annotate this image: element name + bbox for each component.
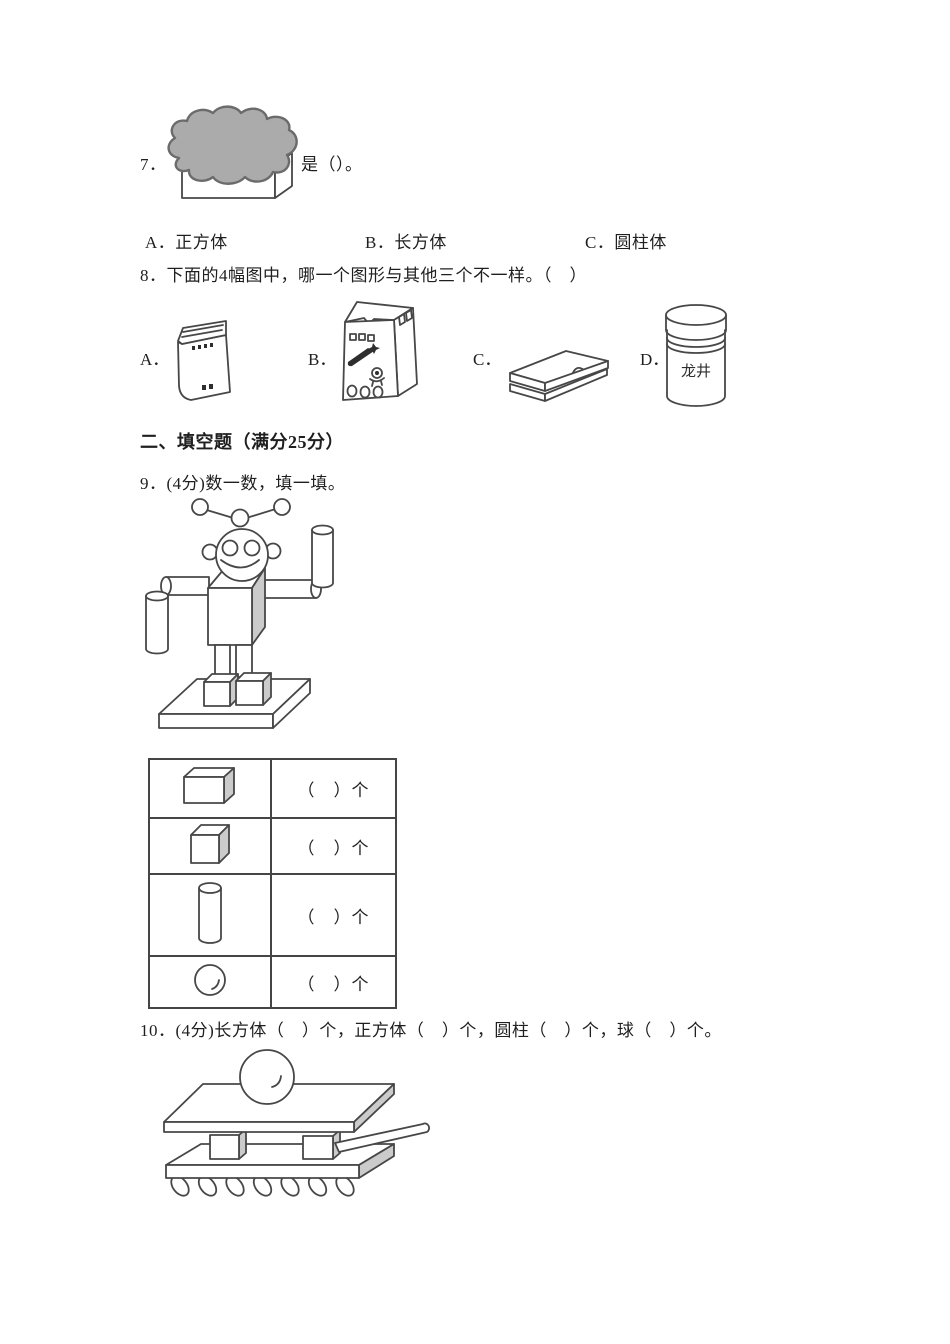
q8-label-d: D． [640,350,670,369]
table-row: （ ）个 [148,817,397,875]
middle-cube-left [209,1128,247,1160]
robot-figure [145,498,334,729]
section-2-title: 二、填空题（满分25分） [140,432,344,452]
arm-left [145,576,210,655]
q7-stem-text: 是（）。 [301,155,363,174]
turret-sphere [239,1049,295,1105]
smile [220,559,260,569]
cuboid-icon [183,767,235,804]
antenna-ball-middle [230,508,250,528]
jar-label: 龙井 [681,363,711,380]
head-sphere [215,528,269,582]
q7-option-b: B．长方体 [365,233,447,252]
foot-cube-right [235,672,272,706]
cylinder-icon [198,881,222,944]
flat-box-figure [509,350,609,402]
tank-figure [163,1049,430,1197]
cloud-blob [167,105,298,185]
q7-number: 7． [140,155,167,174]
tea-jar-figure: 龙井 [665,304,727,407]
shape-cell [148,817,272,875]
eye-right [243,539,261,557]
antenna-ball-right [273,498,291,516]
table-row: （ ）个 [148,758,397,819]
count-table: （ ）个 （ ）个 （ ）个 [148,758,397,1009]
barrel-cylinder [334,1122,430,1153]
cube-icon [190,823,230,864]
q8-label-c: C． [473,350,502,369]
q7-option-c: C．圆柱体 [585,233,667,252]
upper-plate-cuboid [163,1083,395,1133]
decorated-box-figure [342,301,418,401]
table-row: （ ）个 [148,873,397,957]
q9-text: 9．(4分)数一数，填一填。 [140,474,346,493]
count-blank-sphere: （ ）个 [270,955,397,1009]
book-figure [177,320,231,401]
antenna-ball-left [191,498,209,516]
q7-covered-box-figure [167,105,298,199]
foot-cube-left [203,673,239,707]
lower-plate-cuboid [165,1143,395,1179]
count-blank-cylinder: （ ）个 [270,873,397,957]
shape-cell [148,873,272,957]
leg-left [214,644,231,678]
wheel-cylinders [170,1175,355,1197]
arm-right [260,524,334,599]
count-blank-cube: （ ）个 [270,817,397,875]
q8-label-a: A． [140,350,170,369]
sphere-icon [194,963,226,996]
eye-left [221,539,239,557]
shape-cell [148,955,272,1009]
count-blank-cuboid: （ ）个 [270,758,397,819]
q7-option-a: A．正方体 [145,233,228,252]
q8-text: 8．下面的4幅图中，哪一个图形与其他三个不一样。（ ） [140,266,587,285]
q8-label-b: B． [308,350,337,369]
table-row: （ ）个 [148,955,397,1009]
q10-text: 10．(4分)长方体（ ）个，正方体（ ）个，圆柱（ ）个，球（ ）个。 [140,1021,722,1040]
middle-cube-right [302,1129,341,1160]
shape-cell [148,758,272,819]
